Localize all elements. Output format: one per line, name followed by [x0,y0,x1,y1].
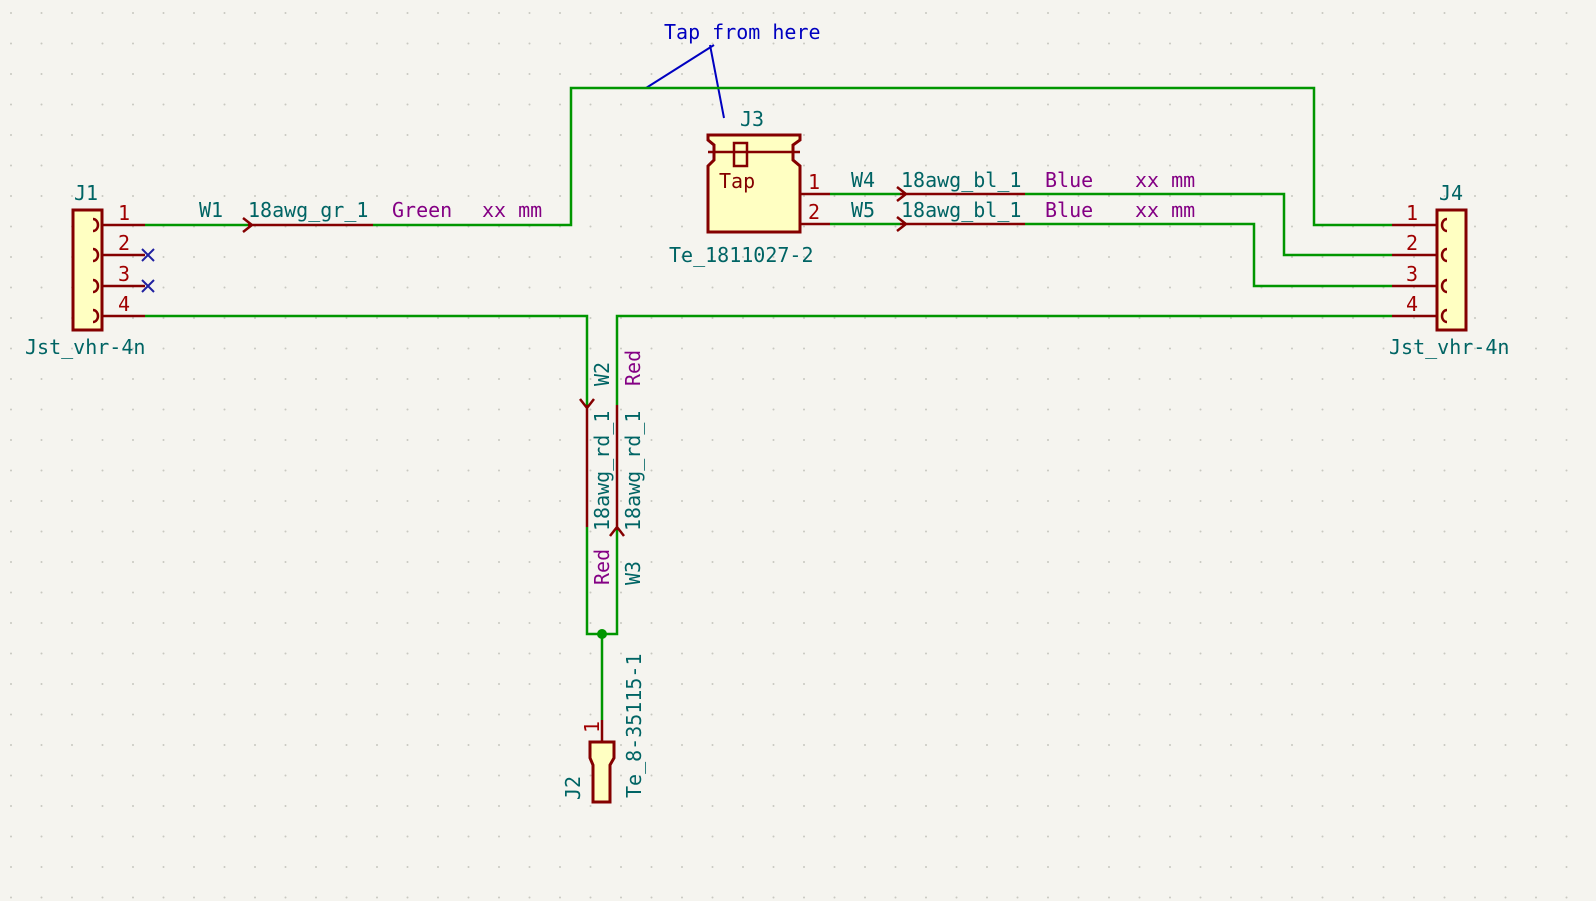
w4-ref: W4 [851,168,875,192]
connector-j2[interactable]: 1 J2 Te_8-35115-1 [561,654,646,804]
w2-part: 18awg_rd_1 [590,411,614,531]
j2-ref: J2 [561,776,585,800]
w3-color: Red [621,350,645,386]
j3-label: Tap [719,169,755,193]
no-connect-icon [141,248,155,293]
w5-length: xx mm [1135,198,1195,222]
j3-ref: J3 [740,107,764,131]
connector-j4[interactable]: J4 1 2 3 4 Jst_vhr-4n [1389,181,1509,359]
pin-number: 1 [580,721,604,733]
pin-number: 1 [1406,201,1418,225]
pin-number: 1 [808,170,820,194]
w3-ref: W3 [621,561,645,585]
junction-dot [597,629,607,639]
pin-number: 2 [118,231,130,255]
w4-length: xx mm [1135,168,1195,192]
w1-ref: W1 [199,198,223,222]
connector-j1[interactable]: J1 1 2 3 4 Jst_vhr-4n [25,181,155,359]
w5-part: 18awg_bl_1 [901,198,1021,222]
pin-number: 4 [1406,292,1418,316]
w1-color: Green [392,198,452,222]
j4-value: Jst_vhr-4n [1389,335,1509,359]
pin-number: 1 [118,201,130,225]
w1-length: xx mm [482,198,542,222]
w2-color: Red [590,549,614,585]
w4-part: 18awg_bl_1 [901,168,1021,192]
w3-part: 18awg_rd_1 [621,411,645,531]
w1-part: 18awg_gr_1 [248,198,368,222]
j4-ref: J4 [1439,181,1463,205]
connector-j3[interactable]: J3 Tap 1 2 Te_1811027-2 [669,107,830,267]
wire-net-w1[interactable] [145,86,1392,233]
pin-number: 2 [1406,231,1418,255]
note-leader-lines [645,44,725,119]
note-text: Tap from here [664,20,821,44]
j1-value: Jst_vhr-4n [25,335,145,359]
pin-number: 2 [808,200,820,224]
pin-number: 3 [118,262,130,286]
wire-net-w2-w3[interactable] [145,314,1392,720]
w5-ref: W5 [851,198,875,222]
j3-value: Te_1811027-2 [669,243,814,267]
w2-ref: W2 [590,362,614,386]
j2-value: Te_8-35115-1 [622,654,646,799]
j1-ref: J1 [74,181,98,205]
wire-net-w5[interactable] [830,216,1392,288]
pin-number: 4 [118,292,130,316]
w4-color: Blue [1045,168,1093,192]
wire-net-w4[interactable] [830,186,1392,257]
pin-number: 3 [1406,262,1418,286]
w5-color: Blue [1045,198,1093,222]
